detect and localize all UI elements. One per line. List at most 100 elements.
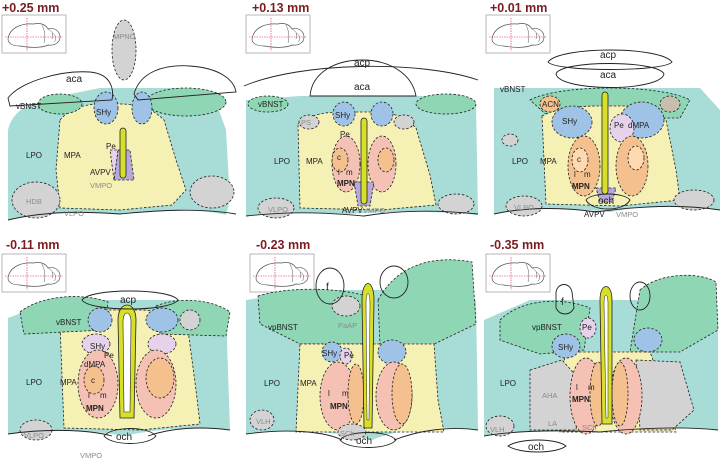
- label-shy: SHy: [335, 111, 350, 120]
- label-acn: ACN: [542, 100, 559, 109]
- label-acp: acp: [600, 50, 617, 61]
- label-lpo: LPO: [264, 379, 280, 388]
- panel-plus-0-13: +0.13 mm acp aca vBNST SHy PS Pe LPO MPA…: [243, 1, 479, 219]
- label-dmpa: dMPA: [628, 121, 650, 130]
- label-dmpa: dMPA: [84, 360, 106, 369]
- label-f: f: [561, 297, 564, 308]
- label-vmpo: VMPO: [616, 210, 638, 219]
- label-mpn: MPN: [330, 402, 348, 411]
- label-vpbnst: vpBNST: [268, 323, 298, 332]
- label-hdb: HDB: [26, 197, 42, 206]
- panel-title: -0.11 mm: [6, 238, 60, 252]
- label-mpno: MPNO: [113, 32, 136, 41]
- label-vmpo: VMPO: [90, 181, 112, 190]
- label-lpo: LPO: [26, 151, 42, 160]
- label-m: m: [100, 391, 107, 400]
- label-acp: acp: [354, 58, 371, 69]
- label-mpa: MPA: [540, 157, 557, 166]
- label-sch: SCh: [340, 429, 355, 438]
- panel-plus-0-25: +0.25 mm aca vBNST SHy LPO MPA Pe AVPV V…: [1, 1, 237, 221]
- label-avpv: AVPV: [342, 206, 363, 215]
- label-c: c: [91, 376, 95, 385]
- panel-minus-0-23: -0.23 mm f vpBNST PaAP SHy Pe LPO MPA l …: [245, 238, 479, 448]
- label-lpo: LPO: [500, 379, 516, 388]
- label-mpa: MPA: [64, 151, 81, 160]
- label-shy: SHy: [90, 342, 105, 351]
- brain-inset-icon: [245, 14, 311, 54]
- label-aha: AHA: [542, 391, 557, 400]
- brain-inset-icon: [249, 253, 315, 293]
- label-pe: Pe: [344, 351, 354, 360]
- label-pe: Pe: [340, 130, 350, 139]
- label-vbnst: vBNST: [56, 318, 81, 327]
- label-vbnst: vBNST: [500, 85, 525, 94]
- panel-minus-0-35: -0.35 mm f vpBNST Pe SHy LPO AHA l m MPN…: [483, 238, 719, 453]
- label-mpa: MPA: [60, 378, 77, 387]
- label-vlh: VLH: [490, 425, 505, 434]
- label-aca: aca: [66, 74, 83, 85]
- label-pe: Pe: [106, 142, 116, 151]
- label-shy: SHy: [322, 349, 337, 358]
- label-l: l: [88, 391, 90, 400]
- panel-title: -0.23 mm: [256, 238, 310, 252]
- label-och: och: [356, 436, 372, 447]
- label-aca: aca: [600, 70, 617, 81]
- label-l: l: [328, 389, 330, 398]
- label-vbnst: vBNST: [258, 100, 283, 109]
- label-la: LA: [548, 419, 557, 428]
- label-vmpo: VMPO: [80, 451, 102, 460]
- label-m: m: [588, 383, 595, 392]
- label-avpv: AVPV: [584, 210, 605, 219]
- label-vmpo: VMPO: [363, 206, 385, 215]
- label-vpbnst: vpBNST: [532, 323, 562, 332]
- label-lpo: LPO: [26, 378, 42, 387]
- brain-inset-icon: [1, 253, 67, 293]
- panel-title: +0.25 mm: [2, 1, 59, 15]
- brain-inset-icon: [485, 253, 551, 293]
- label-pe: Pe: [614, 121, 624, 130]
- label-f: f: [326, 282, 329, 293]
- panel-plus-0-01: +0.01 mm acp aca vBNST ACN SHy Pe dMPA L…: [485, 1, 721, 219]
- label-vlh: VLH: [256, 417, 271, 426]
- label-aca: aca: [354, 82, 371, 93]
- panel-title: +0.13 mm: [252, 1, 309, 15]
- label-l: l: [576, 383, 578, 392]
- label-ps: PS: [301, 118, 311, 127]
- brain-inset-icon: [1, 14, 67, 54]
- label-mpn: MPN: [572, 182, 590, 191]
- label-mpa: MPA: [300, 379, 317, 388]
- label-vlpo: VLPO: [268, 205, 288, 214]
- label-lpo: LPO: [274, 157, 290, 166]
- label-vlpo: VLPO: [64, 209, 84, 218]
- label-och: och: [528, 442, 544, 453]
- label-c: c: [577, 155, 581, 164]
- label-l: l: [338, 168, 340, 177]
- label-pe: Pe: [582, 323, 592, 332]
- label-m: m: [346, 168, 353, 177]
- panel-minus-0-11: -0.11 mm acp vBNST SHy Pe dMPA LPO MPA c…: [1, 238, 231, 460]
- label-shy: SHy: [96, 108, 111, 117]
- label-mpn: MPN: [572, 395, 590, 404]
- label-sch: SCh: [582, 423, 597, 432]
- label-mpa: MPA: [306, 157, 323, 166]
- label-vlpo: VLPO: [514, 203, 534, 212]
- panel-title: -0.35 mm: [490, 238, 544, 252]
- label-shy: SHy: [558, 343, 573, 352]
- brain-inset-icon: [485, 14, 551, 54]
- label-l: l: [574, 170, 576, 179]
- label-och: och: [116, 432, 132, 443]
- label-m: m: [342, 389, 349, 398]
- label-acp: acp: [120, 295, 137, 306]
- label-mpn: MPN: [86, 404, 104, 413]
- label-c: c: [337, 153, 341, 162]
- label-m: m: [584, 170, 591, 179]
- label-pe: Pe: [104, 351, 114, 360]
- label-shy: SHy: [562, 117, 577, 126]
- label-paap: PaAP: [338, 321, 357, 330]
- label-lpo: LPO: [512, 157, 528, 166]
- label-vbnst: vBNST: [16, 102, 41, 111]
- label-mpn: MPN: [337, 179, 355, 188]
- panel-title: +0.01 mm: [490, 1, 547, 15]
- label-och: och: [598, 196, 614, 207]
